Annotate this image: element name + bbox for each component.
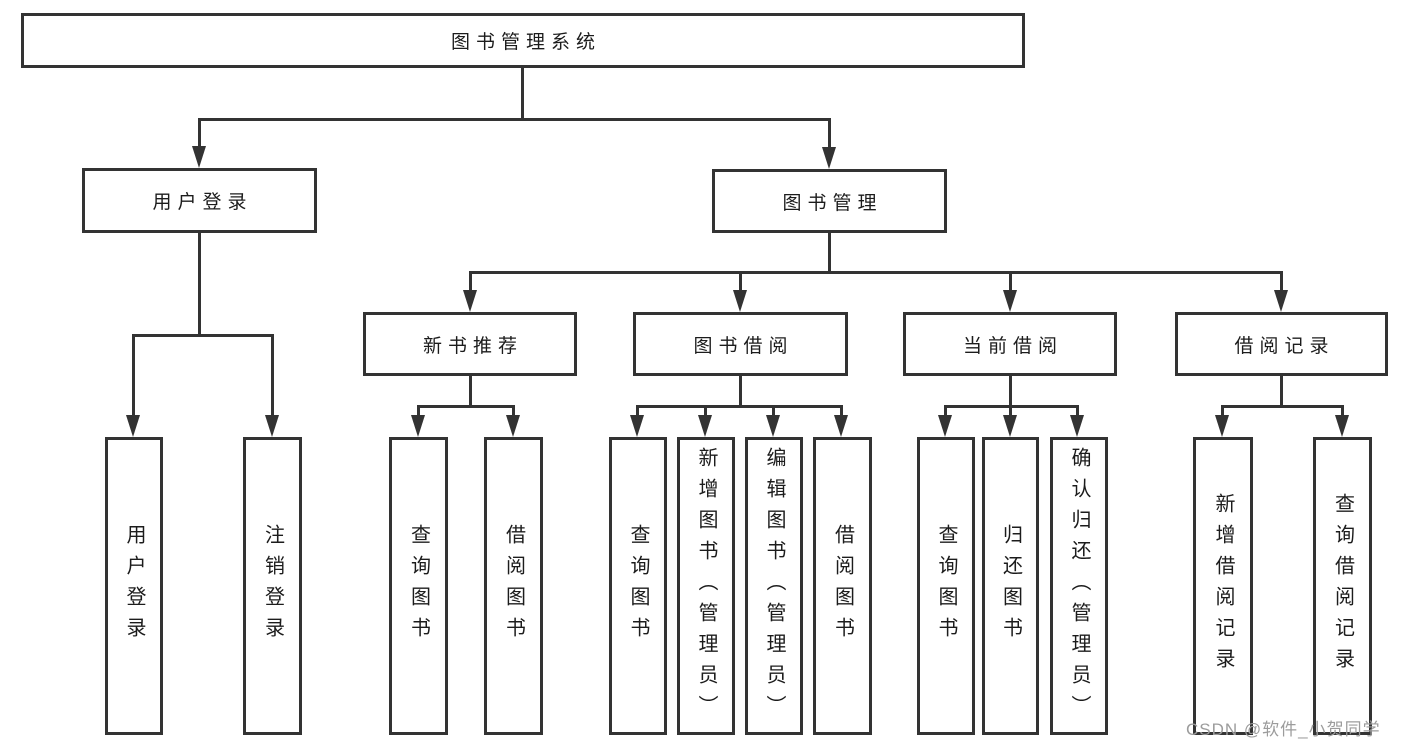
leaf-query-book-1: 查询图书 — [389, 437, 448, 735]
node-current-borrow: 当前借阅 — [903, 312, 1117, 376]
leaf-query-book-2-label: 查询图书 — [627, 524, 649, 648]
arrow-down-icon — [698, 415, 712, 437]
node-current-borrow-label: 当前借阅 — [962, 335, 1063, 357]
connector-line — [636, 405, 639, 417]
leaf-confirm-return-admin-label: 确认归还（管理员） — [1068, 446, 1090, 726]
connector-line — [512, 405, 515, 417]
connector-line — [772, 405, 775, 417]
arrow-down-icon — [1003, 290, 1017, 312]
leaf-edit-book-admin: 编辑图书（管理员） — [745, 437, 803, 735]
arrow-down-icon — [938, 415, 952, 437]
arrow-down-icon — [411, 415, 425, 437]
node-root-label: 图书管理系统 — [450, 32, 601, 53]
node-new-book-recommend: 新书推荐 — [363, 312, 577, 376]
leaf-return-book-label: 归还图书 — [999, 524, 1022, 648]
node-user-login-label: 用户登录 — [152, 192, 253, 213]
connector-line — [828, 233, 831, 274]
arrow-down-icon — [126, 415, 140, 437]
connector-line — [469, 271, 1283, 274]
arrow-down-icon — [766, 415, 780, 437]
node-book-management-label: 图书管理 — [782, 192, 883, 214]
arrow-down-icon — [733, 290, 747, 312]
leaf-logout: 注销登录 — [243, 437, 302, 735]
arrow-down-icon — [822, 147, 836, 169]
connector-line — [417, 405, 420, 417]
connector-line — [1076, 405, 1079, 417]
connector-line — [1009, 271, 1012, 291]
leaf-query-borrow-record: 查询借阅记录 — [1313, 437, 1372, 735]
leaf-query-book-3-label: 查询图书 — [935, 524, 957, 648]
leaf-edit-book-admin-label: 编辑图书（管理员） — [763, 446, 785, 726]
leaf-add-borrow-record-label: 新增借阅记录 — [1212, 493, 1234, 679]
leaf-borrow-book-1-label: 借阅图书 — [502, 524, 525, 648]
connector-line — [1221, 405, 1224, 417]
connector-line — [521, 68, 524, 121]
connector-line — [840, 405, 843, 417]
connector-line — [198, 118, 831, 121]
connector-line — [417, 405, 515, 408]
arrow-down-icon — [192, 146, 206, 168]
arrow-down-icon — [1070, 415, 1084, 437]
connector-line — [1280, 271, 1283, 291]
leaf-borrow-book-2: 借阅图书 — [813, 437, 872, 735]
leaf-add-borrow-record: 新增借阅记录 — [1193, 437, 1253, 735]
arrow-down-icon — [1274, 290, 1288, 312]
leaf-add-book-admin-label: 新增图书（管理员） — [695, 446, 717, 726]
arrow-down-icon — [834, 415, 848, 437]
leaf-query-book-2: 查询图书 — [609, 437, 667, 735]
node-borrow-record-label: 借阅记录 — [1234, 335, 1335, 357]
arrow-down-icon — [265, 415, 279, 437]
arrow-down-icon — [1335, 415, 1349, 437]
node-book-borrow: 图书借阅 — [633, 312, 848, 376]
connector-line — [1009, 376, 1012, 408]
node-user-login: 用户登录 — [82, 168, 317, 233]
node-new-book-recommend-label: 新书推荐 — [422, 335, 523, 357]
connector-line — [271, 334, 274, 416]
connector-line — [828, 118, 831, 148]
connector-line — [704, 405, 707, 417]
leaf-add-book-admin: 新增图书（管理员） — [677, 437, 735, 735]
connector-line — [636, 405, 843, 408]
leaf-user-login: 用户登录 — [105, 437, 163, 735]
connector-line — [1221, 405, 1344, 408]
leaf-query-book-1-label: 查询图书 — [407, 524, 430, 648]
connector-line — [944, 405, 947, 417]
connector-line — [469, 376, 472, 408]
csdn-watermark: CSDN @软件_小贺同学 — [1186, 720, 1381, 739]
leaf-borrow-book-2-label: 借阅图书 — [831, 524, 854, 648]
connector-line — [132, 334, 135, 416]
connector-line — [1009, 405, 1012, 417]
node-root: 图书管理系统 — [21, 13, 1025, 68]
leaf-confirm-return-admin: 确认归还（管理员） — [1050, 437, 1108, 735]
connector-line — [132, 334, 274, 337]
arrow-down-icon — [463, 290, 477, 312]
node-borrow-record: 借阅记录 — [1175, 312, 1388, 376]
connector-line — [198, 118, 201, 148]
node-book-borrow-label: 图书借阅 — [693, 335, 794, 357]
connector-line — [739, 376, 742, 408]
arrow-down-icon — [506, 415, 520, 437]
leaf-borrow-book-1: 借阅图书 — [484, 437, 543, 735]
arrow-down-icon — [1215, 415, 1229, 437]
connector-line — [739, 271, 742, 291]
connector-line — [1280, 376, 1283, 408]
leaf-return-book: 归还图书 — [982, 437, 1039, 735]
connector-line — [1341, 405, 1344, 417]
leaf-query-borrow-record-label: 查询借阅记录 — [1331, 493, 1354, 679]
leaf-query-book-3: 查询图书 — [917, 437, 975, 735]
leaf-logout-label: 注销登录 — [261, 524, 284, 648]
node-book-management: 图书管理 — [712, 169, 947, 233]
arrow-down-icon — [1003, 415, 1017, 437]
leaf-user-login-label: 用户登录 — [123, 524, 145, 648]
arrow-down-icon — [630, 415, 644, 437]
connector-line — [198, 233, 201, 337]
connector-line — [469, 271, 472, 291]
